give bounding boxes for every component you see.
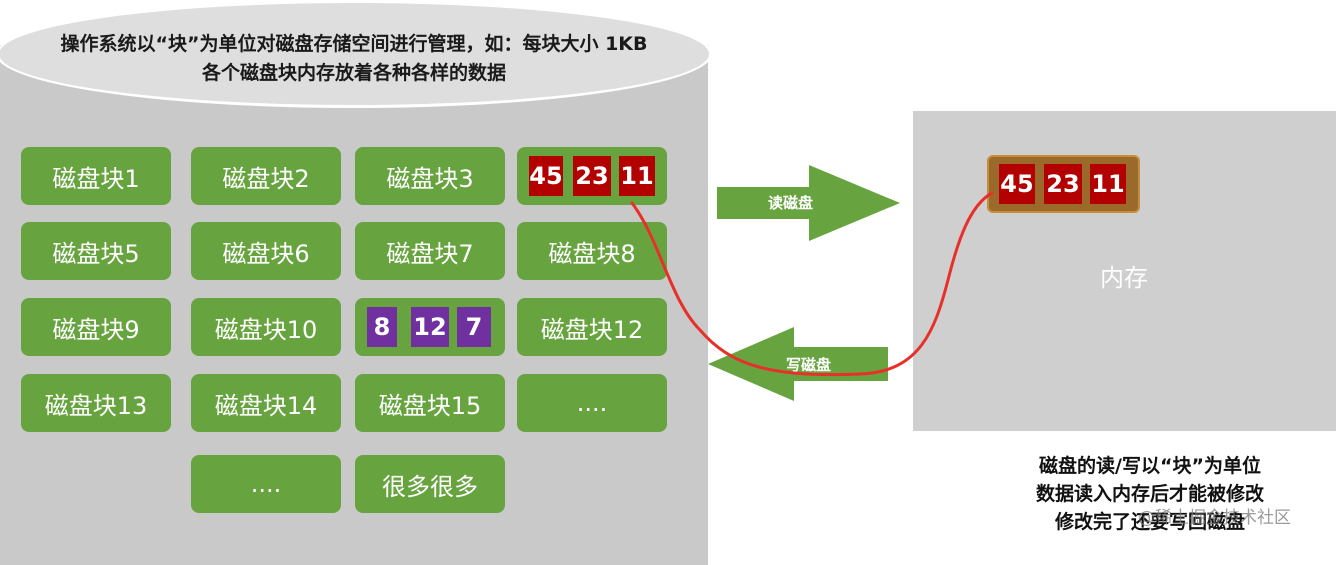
disk-block-1: 磁盘块1 [21, 147, 171, 205]
note: 磁盘的读/写以“块”为单位 数据读入内存后才能被修改 修改完了还要写回磁盘 [1000, 452, 1300, 536]
disk-block-10: 磁盘块10 [191, 298, 341, 356]
note-line1: 磁盘的读/写以“块”为单位 [1039, 455, 1261, 477]
modification-curve [630, 191, 994, 377]
disk-block-14: 磁盘块14 [191, 374, 341, 432]
disk-block-7: 磁盘块7 [355, 222, 505, 280]
block11-value-3: 7 [457, 307, 491, 347]
disk-caption-line1: 操作系统以“块”为单位对磁盘存储空间进行管理，如：每块大小 1KB [60, 33, 648, 55]
write-arrow-label: 写磁盘 [786, 356, 832, 374]
memory-label: 内存 [1100, 264, 1148, 292]
watermark: @稀土掘金技术社区 [1138, 508, 1291, 528]
block4-value-2: 23 [573, 156, 611, 196]
note-line2: 数据读入内存后才能被修改 [1035, 483, 1264, 505]
memory-data-block: 45 23 11 [987, 155, 1140, 213]
disk-block-many: 很多很多 [355, 455, 505, 513]
disk-caption: 操作系统以“块”为单位对磁盘存储空间进行管理，如：每块大小 1KB 各个磁盘块内… [0, 30, 708, 88]
note-line3: 修改完了还要写回磁盘 [1054, 511, 1245, 533]
memory-value-2: 23 [1044, 164, 1082, 204]
disk-block-11: 8 12 7 [355, 298, 505, 356]
block11-value-1: 8 [367, 307, 397, 347]
disk-block-ellipsis: .... [517, 374, 667, 432]
disk-block-6: 磁盘块6 [191, 222, 341, 280]
disk-block-2: 磁盘块2 [191, 147, 341, 205]
read-arrow [717, 165, 900, 241]
disk-block-9: 磁盘块9 [21, 298, 171, 356]
block4-value-3: 11 [619, 156, 655, 196]
disk-block-more-ellipsis: .... [191, 455, 341, 513]
write-arrow [708, 327, 888, 401]
block4-value-1: 45 [529, 156, 563, 196]
memory-value-1: 45 [999, 164, 1035, 204]
read-arrow-label: 读磁盘 [768, 194, 814, 212]
disk-block-4: 45 23 11 [517, 147, 667, 205]
memory-value-3: 11 [1090, 164, 1126, 204]
disk-caption-line2: 各个磁盘块内存放着各种各样的数据 [201, 62, 506, 84]
block11-value-2: 12 [411, 307, 449, 347]
disk-block-8: 磁盘块8 [517, 222, 667, 280]
disk-block-12: 磁盘块12 [517, 298, 667, 356]
disk-block-13: 磁盘块13 [21, 374, 171, 432]
disk-block-15: 磁盘块15 [355, 374, 505, 432]
disk-block-5: 磁盘块5 [21, 222, 171, 280]
disk-block-3: 磁盘块3 [355, 147, 505, 205]
disk-cylinder-top [0, 0, 712, 108]
